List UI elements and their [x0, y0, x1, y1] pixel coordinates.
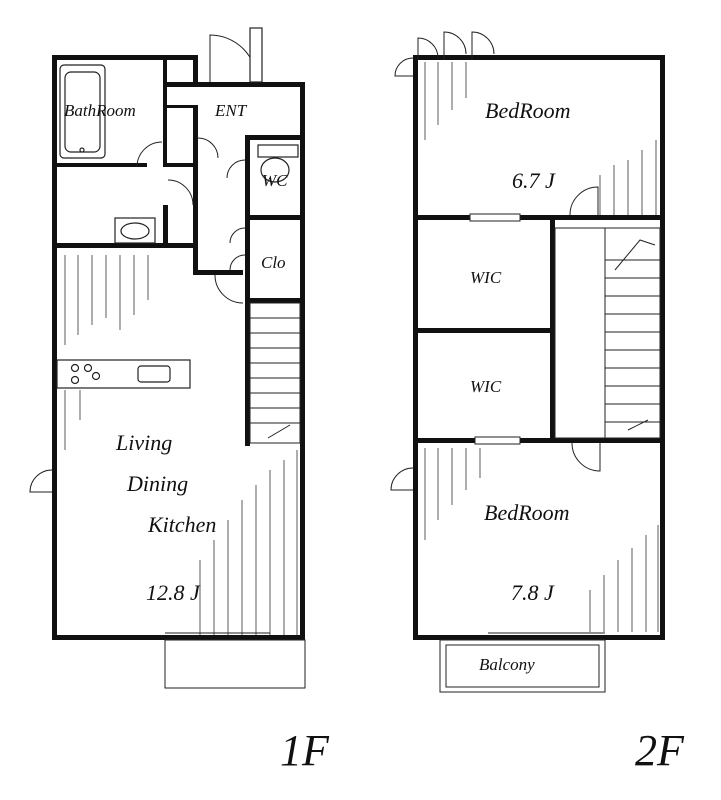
bathtub-drain: [79, 147, 85, 153]
wall-clo-bottom: [245, 298, 305, 303]
wall-bedroom-bottom-north: [413, 438, 665, 443]
wall-bath-south: [52, 163, 147, 167]
bedroom-top-west-door: [394, 57, 414, 77]
ldk-label-dining: Dining: [126, 471, 188, 496]
ldk-floor-hatching: [64, 255, 298, 635]
wic-upper-label: WIC: [470, 268, 502, 287]
stairs-1f: [249, 302, 301, 444]
bedroom-bottom-door: [571, 442, 601, 472]
balcony-inner: [445, 644, 600, 688]
ldk-label-kitchen: Kitchen: [147, 512, 216, 537]
first-floor-plan: BathRoom ENT WC Clo Living Dining Kitche…: [29, 27, 330, 775]
bedroom-bottom-label: BedRoom: [484, 500, 570, 525]
hall-door-upper: [197, 137, 219, 159]
bathroom-label: BathRoom: [64, 101, 136, 120]
wall-north-left: [52, 55, 198, 60]
wall-vanity-top: [163, 163, 198, 167]
wall-south-2f: [413, 635, 665, 640]
balcony: [439, 639, 606, 693]
wall-bedroom-top-south: [413, 215, 665, 220]
wall-wc-top: [245, 135, 305, 140]
wall-hall-west: [193, 105, 198, 275]
wall-east-upper: [300, 82, 305, 302]
wall-hall-bottom: [193, 270, 243, 275]
top-window-door-2: [443, 31, 467, 60]
top-window-door-1: [417, 37, 439, 60]
wall-bath-east: [163, 55, 167, 167]
bedroom-bottom-west-door: [390, 467, 414, 491]
bedroom-bottom-opening: [474, 436, 521, 445]
closet-label: Clo: [261, 253, 286, 272]
stove-burner: [70, 363, 80, 373]
stove-burner: [91, 371, 101, 381]
bedroom-top-label: BedRoom: [485, 98, 571, 123]
wall-ent-top: [165, 82, 305, 87]
vanity-sink: [120, 222, 150, 240]
top-window-door-3: [471, 31, 495, 60]
toilet-bowl: [260, 157, 290, 183]
wall-ldk-top: [52, 243, 197, 248]
wall-wc-bottom: [245, 215, 305, 220]
wall-west-2f: [413, 55, 418, 640]
wall-wic-east: [550, 215, 555, 440]
ldk-door: [214, 274, 244, 304]
terrace-1f: [164, 639, 306, 689]
bedroom-top-opening: [469, 213, 521, 222]
bathroom-door-swing: [136, 141, 163, 168]
ldk-label-living: Living: [115, 430, 172, 455]
stove-burner: [83, 363, 93, 373]
bedroom-bottom-hatching: [424, 448, 659, 632]
wall-ent-inner: [165, 105, 198, 108]
bedroom-top-hatching: [424, 62, 657, 215]
bedroom-top-door: [569, 186, 599, 216]
entrance-door-leaf: [249, 27, 263, 83]
second-floor-plan: BedRoom 6.7 J WIC WIC BedRoom 7.8 J Balc…: [390, 31, 685, 775]
ldk-size: 12.8 J: [146, 580, 201, 605]
stove-burner: [70, 375, 80, 385]
clo-door-2: [229, 254, 246, 271]
wic-lower-label: WIC: [470, 377, 502, 396]
wc-door: [226, 159, 246, 179]
wall-wic-divider: [413, 328, 555, 333]
wall-vanity-east: [163, 205, 168, 248]
wall-ent-left: [193, 55, 198, 85]
stairs-2f: [554, 227, 661, 439]
wall-north-2f: [413, 55, 665, 60]
wall-south: [52, 635, 305, 640]
wall-stairs-west: [245, 138, 250, 446]
entrance-label: ENT: [214, 101, 248, 120]
floor-label-2f: 2F: [635, 726, 685, 775]
bedroom-top-size: 6.7 J: [512, 168, 556, 193]
vanity-door: [167, 179, 194, 206]
wall-east-2f: [660, 55, 665, 640]
bedroom-bottom-size: 7.8 J: [511, 580, 555, 605]
floor-label-1f: 1F: [280, 726, 330, 775]
clo-door-1: [229, 227, 246, 244]
wall-west: [52, 55, 57, 640]
wc-label: WC: [262, 171, 288, 190]
ldk-west-door: [29, 469, 53, 493]
wall-east-lower: [300, 300, 305, 640]
toilet-tank: [257, 144, 299, 158]
balcony-label: Balcony: [479, 655, 535, 674]
kitchen-sink: [137, 365, 171, 383]
